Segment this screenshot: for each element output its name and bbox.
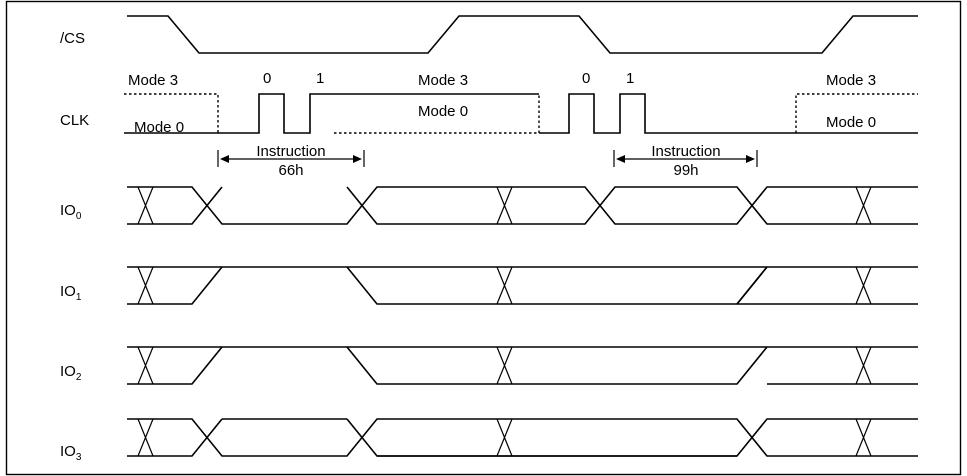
mode3-mid-label: Mode 3 <box>418 72 468 89</box>
io0-crossover-mid <box>496 186 513 225</box>
instruction-99h-label: Instruction <box>651 143 720 160</box>
io1-crossover-mid <box>496 266 513 305</box>
mode0-left-label: Mode 0 <box>134 119 184 136</box>
clk-waveform <box>124 93 918 134</box>
io0-crossover-right <box>855 186 872 225</box>
io2-crossover-right <box>855 346 872 385</box>
clk-mode0-mid-dashed <box>334 94 540 134</box>
instruction-99h-code: 99h <box>673 162 698 179</box>
instruction-66h-marker: Instruction 66h <box>217 143 365 179</box>
mode3-right-label: Mode 3 <box>826 72 876 89</box>
io0-signal-label: IO0 <box>60 202 82 222</box>
clk-mode3-right-dashed <box>795 93 918 133</box>
instruction-99h-marker: Instruction 99h <box>613 143 758 179</box>
diagram-frame <box>5 0 962 476</box>
io1-crossover-right <box>855 266 872 305</box>
io1-waveform <box>127 266 918 305</box>
clk-pulse-a0-label: 0 <box>263 70 271 87</box>
io3-crossover-right <box>855 418 872 457</box>
mode0-right-label: Mode 0 <box>826 114 876 131</box>
io3-label-subscript: 3 <box>76 452 82 463</box>
io1-label-base: IO <box>60 283 76 300</box>
io2-signal-label: IO2 <box>60 363 82 383</box>
io0-crossover-left <box>137 186 154 225</box>
io2-label-subscript: 2 <box>76 372 82 383</box>
io3-crossover-mid <box>496 418 513 457</box>
io3-label-base: IO <box>60 443 76 460</box>
io2-crossover-mid <box>496 346 513 385</box>
io2-label-base: IO <box>60 363 76 380</box>
io0-label-base: IO <box>60 202 76 219</box>
instruction-66h-span <box>217 150 365 167</box>
io2-waveform <box>127 346 918 385</box>
clk-pulse-b0-label: 0 <box>582 70 590 87</box>
instruction-66h-left-arrowhead <box>220 155 229 163</box>
instruction-66h-code: 66h <box>278 162 303 179</box>
instruction-99h-left-arrowhead <box>616 155 625 163</box>
clk-signal-label: CLK <box>60 112 89 129</box>
io3-waveform <box>127 418 918 457</box>
io0-label-subscript: 0 <box>76 211 82 222</box>
io3-crossover-left <box>137 418 154 457</box>
io1-crossover-left <box>137 266 154 305</box>
instruction-66h-label: Instruction <box>256 143 325 160</box>
io0-waveform <box>127 186 918 225</box>
clk-pulse-a1-label: 1 <box>316 70 324 87</box>
mode3-left-label: Mode 3 <box>128 72 178 89</box>
mode0-mid-label: Mode 0 <box>418 103 468 120</box>
clk-mode3-left-dashed <box>124 93 219 133</box>
instruction-99h-right-arrowhead <box>746 155 755 163</box>
io1-signal-label: IO1 <box>60 283 82 303</box>
io2-crossover-left <box>137 346 154 385</box>
clk-pulse-b1-label: 1 <box>626 70 634 87</box>
instruction-66h-right-arrowhead <box>353 155 362 163</box>
io3-signal-label: IO3 <box>60 443 82 463</box>
instruction-99h-span <box>613 150 758 167</box>
cs-signal-label: /CS <box>60 30 85 47</box>
io1-label-subscript: 1 <box>76 292 82 303</box>
cs-waveform <box>127 15 918 54</box>
